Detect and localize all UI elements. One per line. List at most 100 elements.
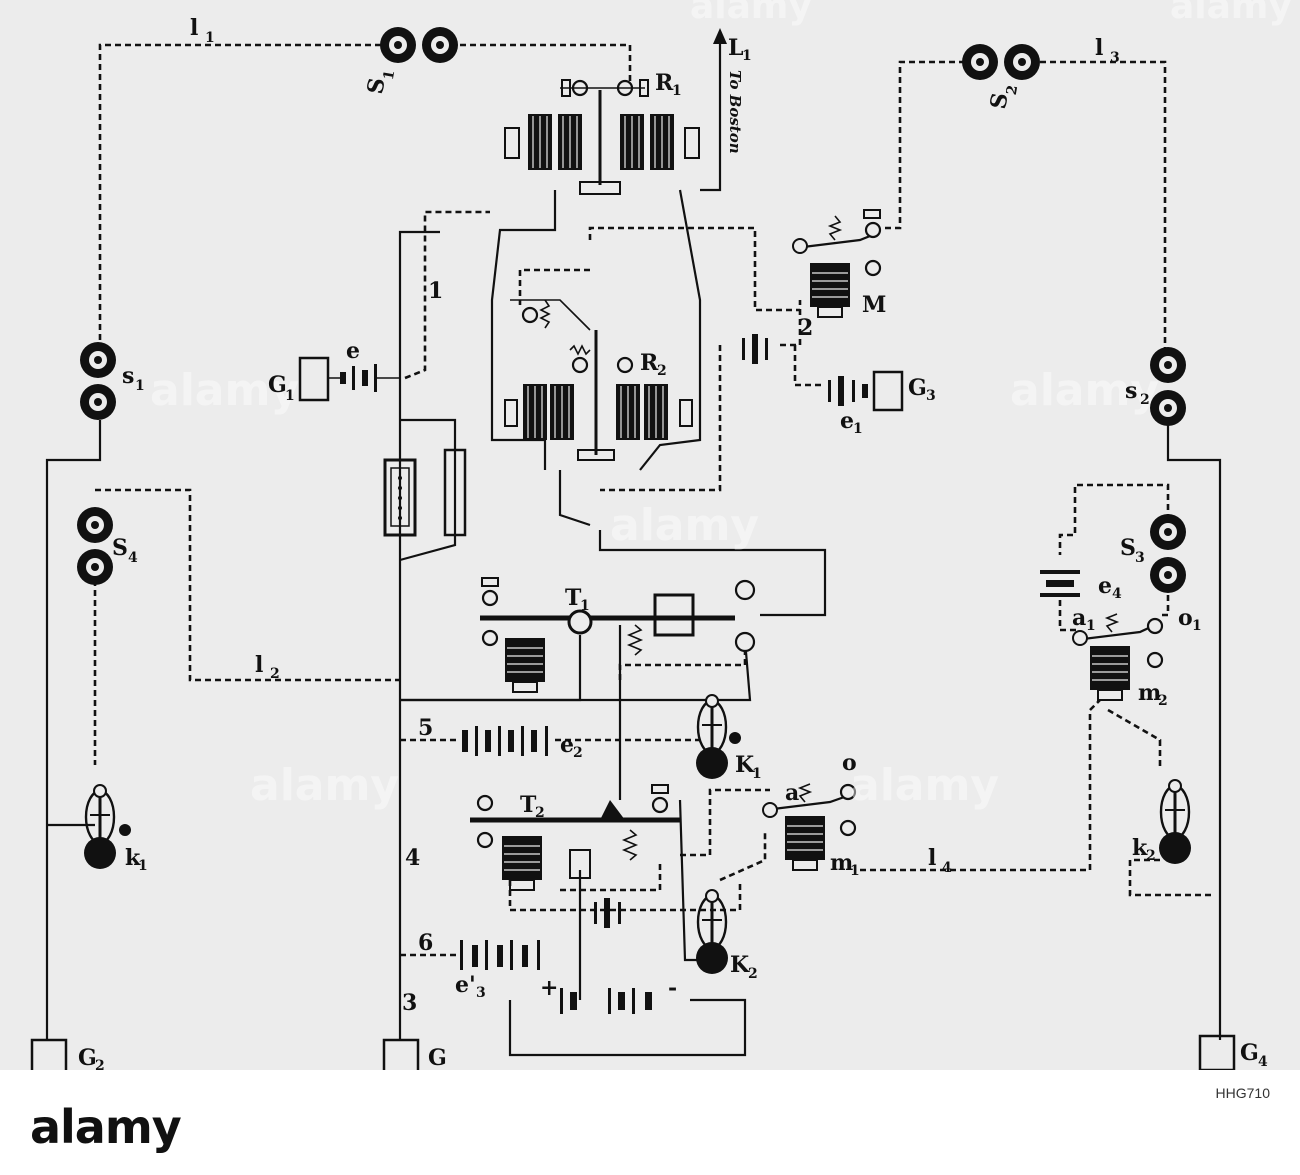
binding-post-S1b xyxy=(422,27,458,63)
svg-text:S: S xyxy=(985,91,1013,111)
line-S3-loop xyxy=(1058,483,1170,555)
svg-text:1: 1 xyxy=(853,421,863,437)
ground-G1 xyxy=(298,356,330,402)
line-R2-left xyxy=(518,268,590,305)
label-M: M xyxy=(862,292,886,318)
telegraph-diagram: alamy alamy alamy alamy alamy alamy alam… xyxy=(0,0,1300,1070)
label-m1: m1 xyxy=(830,850,860,879)
svg-text:S: S xyxy=(1120,535,1136,561)
binding-post-S2a xyxy=(962,44,998,80)
svg-text:a: a xyxy=(785,780,799,806)
svg-text:l: l xyxy=(255,652,263,678)
binding-post-s1a xyxy=(80,342,116,378)
battery-e4 xyxy=(1040,570,1080,597)
svg-text:1: 1 xyxy=(580,598,590,614)
line-m2-k2 xyxy=(1107,708,1162,770)
image-id: HHG710 xyxy=(1215,1085,1270,1101)
svg-text:l: l xyxy=(928,845,936,871)
label-K2: K2 xyxy=(730,952,758,982)
svg-text:2: 2 xyxy=(95,1058,105,1070)
battery-e2 xyxy=(462,726,548,756)
battery-mid xyxy=(594,898,621,928)
wire-T1-right xyxy=(400,639,752,702)
label-wire-2: 2 xyxy=(798,315,813,341)
watermark-3: alamy xyxy=(1010,365,1159,416)
svg-text:G: G xyxy=(268,372,287,398)
svg-text:2: 2 xyxy=(748,966,758,982)
line-l1 xyxy=(98,43,385,360)
wire-G4 xyxy=(1166,420,1222,1040)
label-wire-5: 5 xyxy=(418,715,433,741)
wire-R1-up xyxy=(700,55,722,192)
svg-text:3: 3 xyxy=(1110,50,1120,66)
svg-text:1: 1 xyxy=(428,278,443,304)
line-S4-l2 xyxy=(95,488,400,682)
ground-G2 xyxy=(30,1038,68,1070)
wire-T2-right xyxy=(678,799,700,962)
line-T2-a xyxy=(680,788,770,857)
ground-G3 xyxy=(872,370,904,412)
footer-logo: alamy xyxy=(30,1100,182,1154)
line-K2-m1 xyxy=(719,830,767,882)
svg-text:4: 4 xyxy=(1258,1054,1268,1070)
circuit-svg: alamy alamy alamy alamy alamy alamy alam… xyxy=(30,15,1268,1070)
binding-post-S3b xyxy=(1150,557,1186,593)
svg-text:e: e xyxy=(1098,573,1112,599)
svg-text:s: s xyxy=(1125,378,1137,404)
svg-text:e: e xyxy=(346,338,360,364)
relay-R2 xyxy=(504,299,693,461)
line-l4 xyxy=(860,699,1101,872)
label-minus: - xyxy=(668,975,677,1001)
svg-text:4: 4 xyxy=(128,550,138,566)
line-T2-bat xyxy=(508,860,742,912)
svg-text:m: m xyxy=(1138,680,1161,706)
label-k2: k2 xyxy=(1132,835,1156,864)
svg-text:+: + xyxy=(540,975,558,1001)
line-s2-left xyxy=(885,60,965,230)
label-e3: e'3 xyxy=(455,972,486,1001)
key-K1 xyxy=(694,693,730,781)
svg-text:K: K xyxy=(735,752,755,778)
svg-text:1: 1 xyxy=(135,378,145,394)
svg-text:e: e xyxy=(560,732,574,758)
binding-post-s1b xyxy=(80,384,116,420)
key-K2 xyxy=(694,888,730,976)
line-M-bat xyxy=(600,345,722,492)
line-l1-to-R1 xyxy=(440,43,632,85)
watermark-4: alamy xyxy=(250,760,399,811)
svg-text:k: k xyxy=(125,845,141,871)
svg-text:2: 2 xyxy=(1004,84,1021,96)
svg-text:3: 3 xyxy=(402,990,417,1016)
binding-post-S3a xyxy=(1150,514,1186,550)
svg-text:G: G xyxy=(428,1045,447,1070)
battery-e3 xyxy=(460,940,540,970)
svg-text:3: 3 xyxy=(926,388,936,404)
label-to-boston: To Boston xyxy=(726,70,744,154)
svg-text:2: 2 xyxy=(1158,693,1168,709)
watermark-5: alamy xyxy=(850,760,999,811)
svg-text:K: K xyxy=(730,952,750,978)
wire-R2-T1 xyxy=(598,530,827,617)
label-S1: S1 xyxy=(362,69,398,96)
svg-text:1: 1 xyxy=(1086,618,1096,634)
label-wire-3: 3 xyxy=(402,990,417,1016)
watermark-2: alamy xyxy=(610,500,759,551)
line-T2-bat2 xyxy=(560,860,662,892)
resistor-box-1 xyxy=(383,458,417,537)
footer-meta: HHG710 xyxy=(1216,1082,1270,1104)
svg-text:6: 6 xyxy=(418,930,433,956)
battery-bottom xyxy=(560,988,652,1014)
svg-text:2: 2 xyxy=(535,805,545,821)
battery-2 xyxy=(742,334,768,364)
svg-text:G: G xyxy=(78,1045,97,1070)
label-R2: R2 xyxy=(640,350,667,379)
svg-text:2: 2 xyxy=(1140,392,1150,408)
svg-text:-: - xyxy=(668,975,677,1001)
binding-post-S4b xyxy=(77,549,113,585)
svg-text:G: G xyxy=(908,375,927,401)
